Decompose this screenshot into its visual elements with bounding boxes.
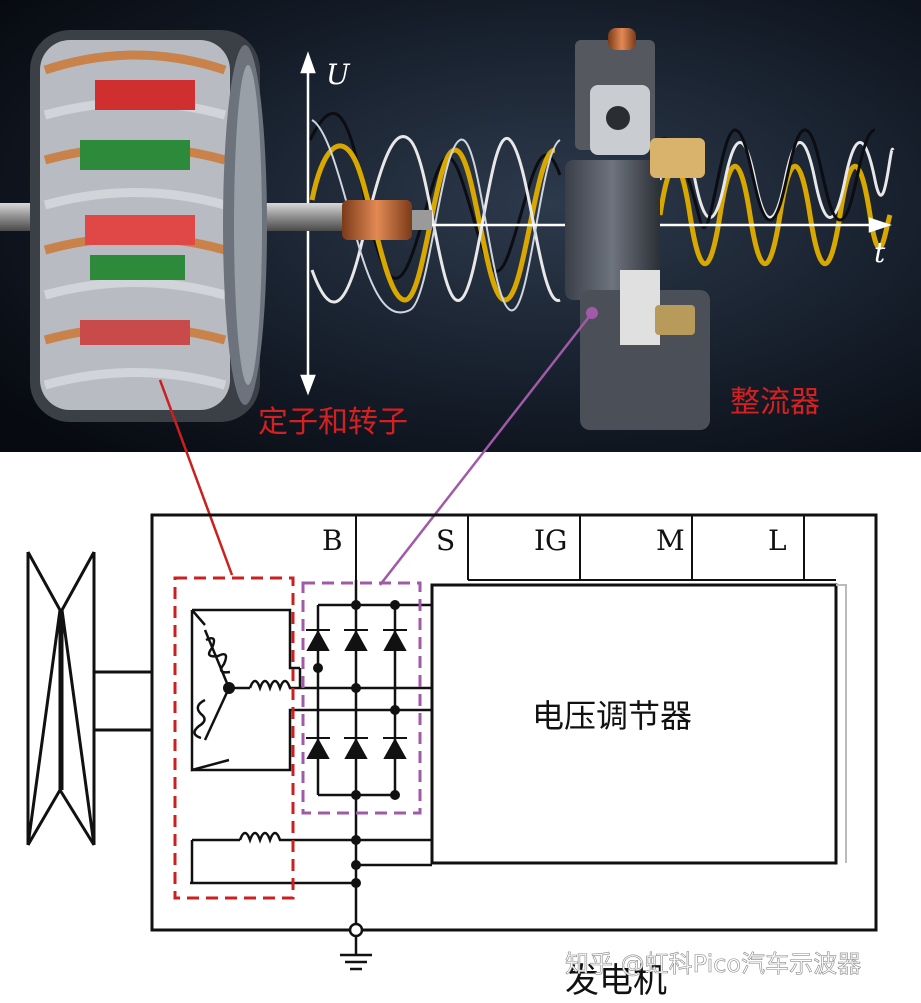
terminal-m: M: [656, 524, 685, 557]
axis-t-label: t: [874, 236, 886, 269]
junction-dots: [223, 600, 400, 888]
generator-label: 发电机: [565, 961, 667, 1001]
watermark: 知乎 @虹科Pico汽车示波器: [565, 950, 861, 978]
voltage-regulator-label: 电压调节器: [532, 697, 692, 735]
rectifier-block: [565, 28, 710, 430]
wave-yellow: [309, 143, 557, 303]
label-rectifier: 整流器: [730, 385, 820, 420]
terminal-b: B: [322, 524, 343, 557]
stator-rotor-drum: [30, 30, 267, 422]
voltage-regulator-box: [430, 583, 838, 865]
rectifier-callout-line: [379, 312, 593, 586]
diodes: [306, 629, 407, 759]
wave-dark-right: [659, 128, 876, 230]
axis-u-label: U: [326, 58, 351, 91]
stator-windings: [190, 608, 300, 883]
regulator-shadow: [836, 584, 847, 863]
terminal-s: S: [436, 524, 455, 557]
stator-rotor-dashed-box: [173, 576, 295, 900]
generator-housing: [150, 513, 878, 932]
rectifier-bridge: [190, 580, 432, 930]
shaft-end: [412, 210, 432, 230]
alternator-photo: U t: [0, 0, 921, 452]
pulley: [26, 551, 152, 846]
terminal-ig: IG: [534, 524, 567, 557]
stator-callout-line: [158, 379, 234, 576]
slip-ring: [342, 200, 412, 240]
rectifier-dashed-box: [301, 581, 422, 815]
terminal-l: L: [768, 524, 787, 557]
terminal-strip: [355, 515, 836, 581]
wave-yellow-right: [657, 163, 893, 267]
label-stator-rotor: 定子和转子: [258, 405, 408, 440]
ground-icon: [340, 922, 372, 971]
